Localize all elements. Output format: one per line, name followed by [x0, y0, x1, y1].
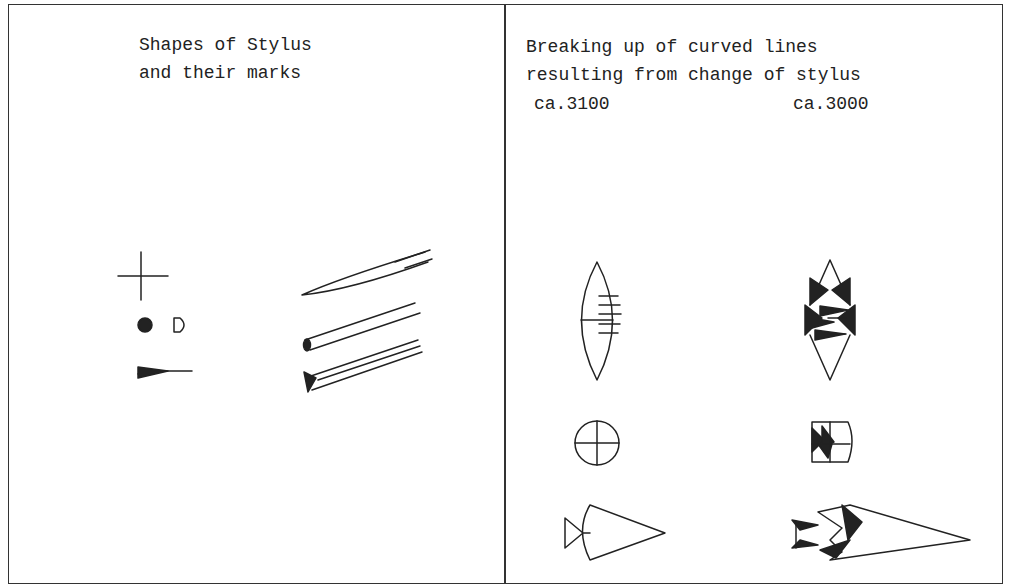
date-label: ca.3100 [534, 92, 610, 116]
right-panel: Breaking up of curved lines resulting fr… [505, 4, 1003, 584]
panel-heading: Shapes of Stylus and their marks [139, 31, 344, 87]
date-label: ca.3000 [793, 92, 869, 116]
panel-heading: Breaking up of curved lines resulting fr… [526, 33, 876, 89]
left-panel: Shapes of Stylus and their marks [8, 4, 505, 584]
